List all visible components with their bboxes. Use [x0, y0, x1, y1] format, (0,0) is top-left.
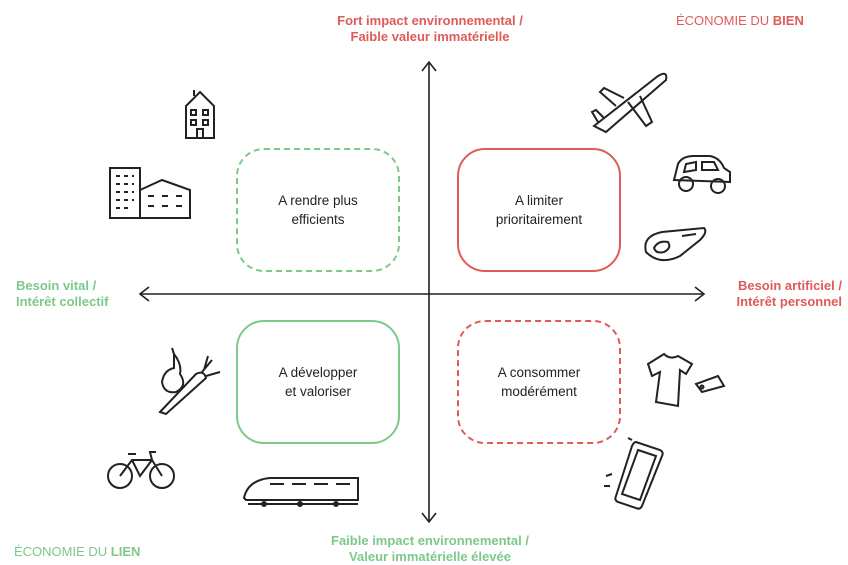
vegetables-icon: [152, 346, 224, 418]
airplane-icon: [588, 66, 672, 138]
quadrant-box-top-right: A limiter prioritairement: [457, 148, 621, 272]
corner-label-economie-du-bien: ÉCONOMIE DU BIEN: [676, 13, 804, 28]
quadrant-text-top-left: A rendre plus efficients: [278, 193, 358, 227]
apartment-buildings-icon: [104, 162, 196, 224]
axis-label-left: Besoin vital /Intérêt collectif: [16, 278, 109, 309]
train-icon: [240, 470, 364, 510]
arrow-down: [421, 512, 437, 524]
car-icon: [670, 150, 734, 196]
quadrant-text-bottom-left: A développer et valoriser: [278, 365, 358, 399]
quadrant-text-bottom-right: A consommer modérément: [497, 365, 581, 399]
tshirt-icon: [640, 350, 730, 412]
arrow-up: [421, 60, 437, 72]
corner-label-economie-du-lien: ÉCONOMIE DU LIEN: [14, 544, 141, 559]
quadrant-box-bottom-left: A développer et valoriser: [236, 320, 400, 444]
bicycle-icon: [106, 446, 176, 492]
axis-label-bottom: Faible impact environnemental /Valeur im…: [331, 533, 529, 564]
smartphone-icon: [602, 436, 672, 512]
axis-label-top: Fort impact environnemental /Faible vale…: [337, 13, 523, 44]
house-icon: [180, 86, 220, 142]
arrow-right: [694, 286, 706, 302]
quadrant-text-top-right: A limiter prioritairement: [495, 193, 583, 227]
arrow-left: [138, 286, 150, 302]
quadrant-box-top-left: A rendre plus efficients: [236, 148, 400, 272]
axis-label-right: Besoin artificiel /Intérêt personnel: [736, 278, 842, 309]
steak-icon: [640, 222, 710, 266]
quadrant-box-bottom-right: A consommer modérément: [457, 320, 621, 444]
